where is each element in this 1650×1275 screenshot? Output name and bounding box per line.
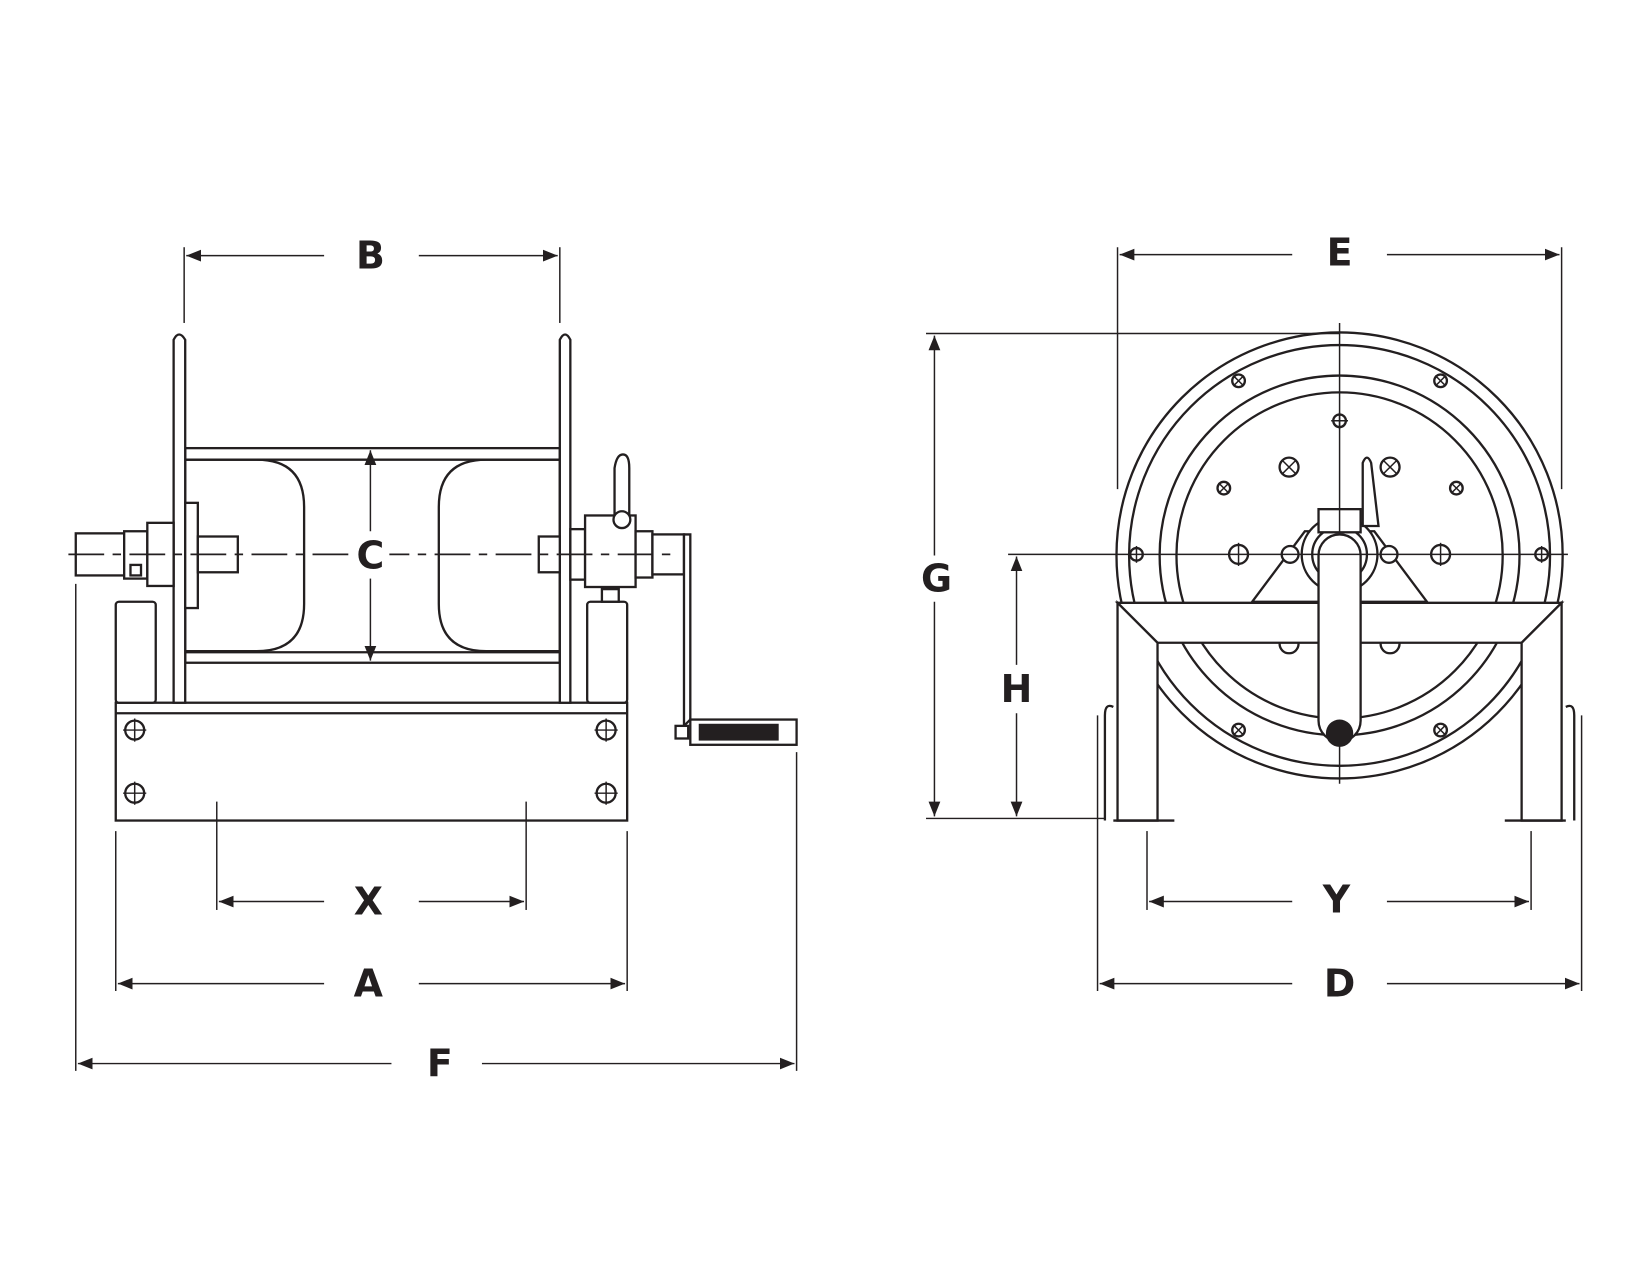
label-g: G (921, 557, 952, 601)
dimension-b: B (183, 234, 561, 323)
label-c: C (357, 533, 385, 577)
base-plate (114, 701, 629, 822)
dimension-e: E (1116, 230, 1563, 490)
dimension-a: A (115, 831, 628, 1006)
dimension-f: F (75, 583, 798, 1086)
brake-assembly (537, 453, 686, 603)
label-a: A (354, 962, 384, 1006)
dimension-g: G (921, 332, 1340, 820)
label-y: Y (1322, 877, 1351, 921)
dimension-d: D (1096, 715, 1583, 1006)
guide-arm (1317, 533, 1362, 747)
label-h: H (1001, 667, 1033, 711)
label-b: B (356, 234, 385, 278)
dimension-c: C (351, 450, 390, 661)
front-view: B C X A F (68, 234, 798, 1086)
right-flange (558, 333, 572, 704)
left-flange (172, 333, 187, 704)
label-e: E (1327, 230, 1353, 274)
base-bolts (123, 718, 618, 805)
dimension-y: Y (1146, 831, 1532, 921)
dimension-h: H (1001, 553, 1568, 817)
label-x: X (354, 880, 383, 924)
label-f: F (427, 1042, 453, 1086)
left-support (114, 600, 157, 704)
side-view: E G H Y D (921, 230, 1583, 1006)
dimension-x: X (216, 801, 527, 924)
right-support (586, 600, 629, 704)
label-d: D (1324, 962, 1355, 1006)
crank-handle (674, 533, 798, 746)
